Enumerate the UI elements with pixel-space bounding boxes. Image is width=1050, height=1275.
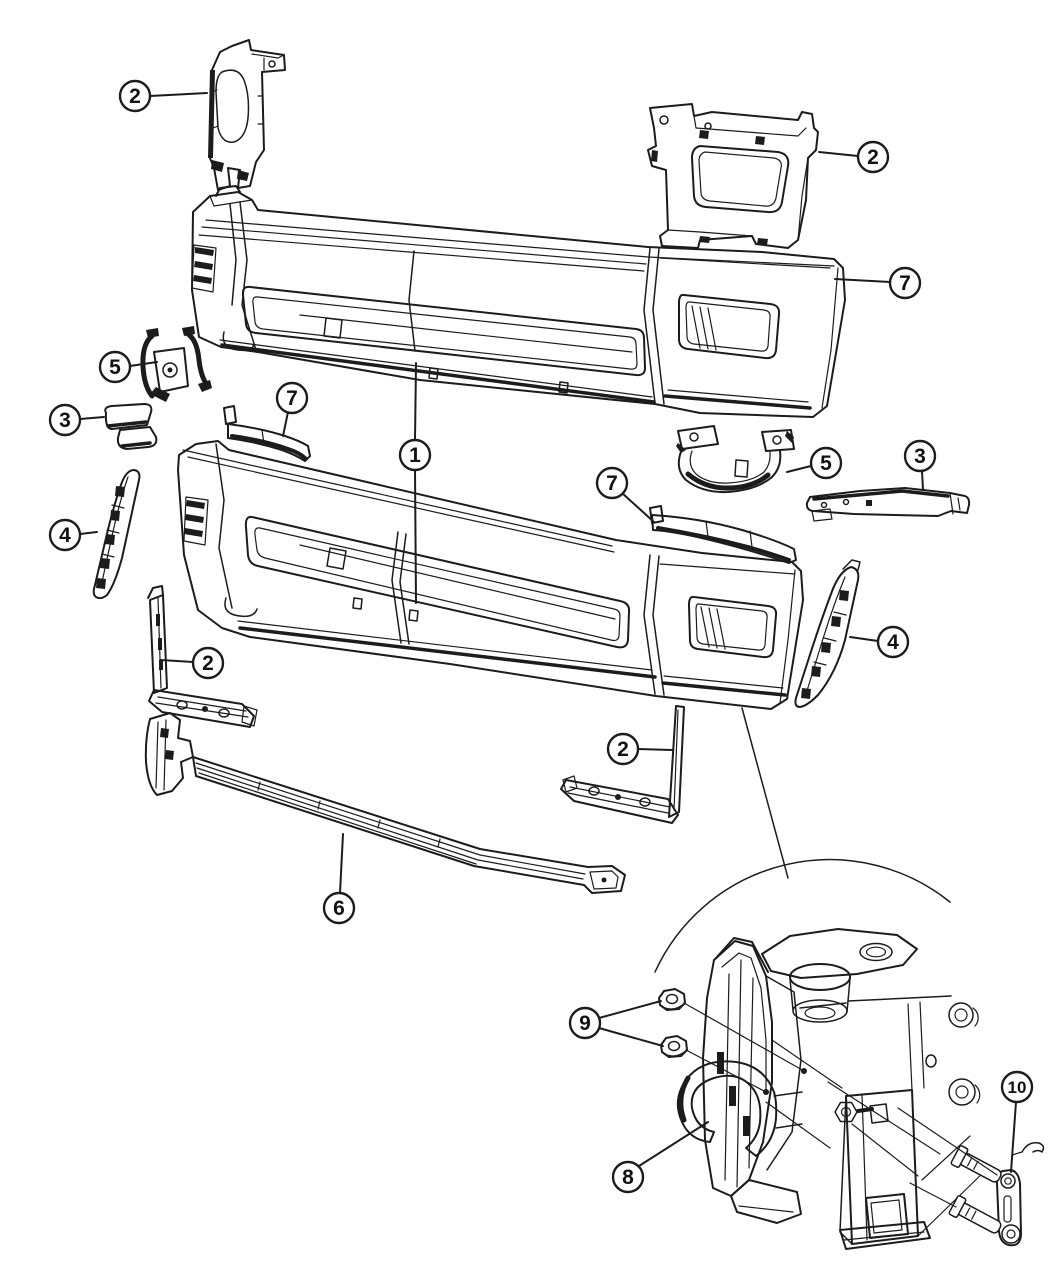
- callout-leader: [598, 1000, 662, 1019]
- callout-circle[interactable]: [568, 1006, 602, 1040]
- part-rail-right: [805, 487, 971, 522]
- callout-number: 5: [109, 356, 121, 379]
- part-bracket-upper-left: [208, 39, 286, 191]
- callout-leader: [79, 416, 105, 420]
- callout-circle[interactable]: [876, 625, 910, 659]
- detail-arc: [654, 858, 951, 973]
- callout-number: 7: [899, 272, 911, 295]
- callout-circle[interactable]: [275, 381, 309, 415]
- callout-number: 2: [867, 146, 879, 169]
- callout-leader: [786, 465, 812, 473]
- callout-3-clip-left[interactable]: 3: [48, 403, 105, 437]
- callout-number: 7: [606, 472, 618, 495]
- part-bracket-lower-left: [147, 585, 258, 728]
- callout-circle[interactable]: [1000, 1070, 1034, 1104]
- part-support-right: [794, 559, 861, 708]
- callout-leader: [598, 1027, 664, 1047]
- callout-circle[interactable]: [48, 403, 82, 437]
- callout-leader: [621, 492, 655, 523]
- callout-number: 2: [202, 652, 214, 675]
- callout-circle[interactable]: [98, 350, 132, 384]
- callout-number: 8: [622, 1166, 634, 1189]
- part-fog-bracket-right: [676, 425, 795, 494]
- callout-9-nuts[interactable]: 9: [568, 1000, 664, 1047]
- callout-circle[interactable]: [48, 518, 82, 552]
- part-lower-bumper: [177, 440, 804, 710]
- callout-2-bracket-lower-middle[interactable]: 2: [606, 732, 673, 766]
- callout-number: 3: [914, 445, 926, 468]
- callout-circle[interactable]: [809, 446, 843, 480]
- callout-leader: [921, 470, 924, 491]
- callout-leader: [834, 278, 891, 283]
- callout-circle[interactable]: [118, 79, 152, 113]
- callout-8-tow-hook[interactable]: 8: [611, 1121, 709, 1194]
- callout-leader: [160, 659, 194, 663]
- callout-number: 4: [59, 524, 71, 547]
- frame-detail: [654, 707, 1045, 1250]
- callout-number: 10: [1008, 1078, 1027, 1097]
- callout-4-support-left[interactable]: 4: [48, 518, 98, 552]
- callout-number: 2: [617, 738, 629, 761]
- callout-number: 1: [409, 444, 421, 467]
- callout-circle[interactable]: [322, 891, 356, 925]
- callout-leader: [638, 1121, 709, 1167]
- callout-circle[interactable]: [595, 466, 629, 500]
- callout-leader: [849, 636, 879, 642]
- part-bracket-lower-middle: [560, 705, 685, 824]
- callout-number: 2: [129, 85, 141, 108]
- callout-10-bracket-plate[interactable]: 10: [1000, 1070, 1034, 1173]
- part-fog-bracket-left: [140, 326, 212, 402]
- callout-leader: [414, 362, 417, 441]
- callout-2-bracket-top-right[interactable]: 2: [818, 140, 890, 174]
- callout-leader: [282, 411, 289, 437]
- part-applique-left: [223, 405, 311, 462]
- callout-number: 4: [887, 631, 899, 654]
- callout-leader: [1010, 1101, 1017, 1173]
- callout-leader: [818, 151, 859, 157]
- part-applique-right: [649, 505, 797, 564]
- callout-number: 6: [333, 897, 345, 920]
- callout-2-bracket-lower-left[interactable]: 2: [160, 646, 225, 680]
- callout-2-bracket-top-left[interactable]: 2: [118, 79, 208, 113]
- callout-1-bumper[interactable]: 1: [398, 362, 432, 604]
- callout-leader: [149, 92, 208, 97]
- callout-circle[interactable]: [888, 266, 922, 300]
- callout-circle[interactable]: [903, 439, 937, 473]
- callout-7-applique-right[interactable]: 7: [595, 466, 655, 523]
- callout-number: 7: [286, 387, 298, 410]
- callout-circle[interactable]: [606, 732, 640, 766]
- callout-leader: [79, 531, 98, 535]
- callout-leader: [129, 361, 158, 367]
- part-upper-bumper: [191, 185, 846, 418]
- callout-4-support-right[interactable]: 4: [849, 625, 910, 659]
- callout-circle[interactable]: [856, 140, 890, 174]
- detail-leader-line: [741, 707, 789, 879]
- callouts-layer: 1 2 2 2 2 3 3 4 4 5 5 6 7 7 7 8 9 10: [48, 79, 1034, 1194]
- part-support-left: [92, 469, 141, 600]
- callout-7-applique-left[interactable]: 7: [275, 381, 309, 437]
- callout-circle[interactable]: [191, 646, 225, 680]
- callout-circle[interactable]: [398, 438, 432, 472]
- callout-leader: [414, 469, 417, 604]
- callout-leader: [637, 748, 673, 751]
- callout-number: 5: [820, 452, 832, 475]
- callout-leader: [339, 833, 344, 894]
- callout-3-rail-right[interactable]: 3: [903, 439, 937, 491]
- part-clip-left: [104, 403, 158, 450]
- part-air-dam: [144, 712, 626, 894]
- callout-7-cap-upper-right[interactable]: 7: [834, 266, 922, 300]
- callout-5-bracket-left[interactable]: 5: [98, 350, 158, 384]
- callout-number: 3: [59, 409, 71, 432]
- callout-5-bracket-right[interactable]: 5: [786, 446, 843, 480]
- callout-6-air-dam[interactable]: 6: [322, 833, 356, 925]
- callout-circle[interactable]: [611, 1160, 645, 1194]
- part-bracket-upper-right: [647, 103, 819, 249]
- callout-number: 9: [579, 1012, 591, 1035]
